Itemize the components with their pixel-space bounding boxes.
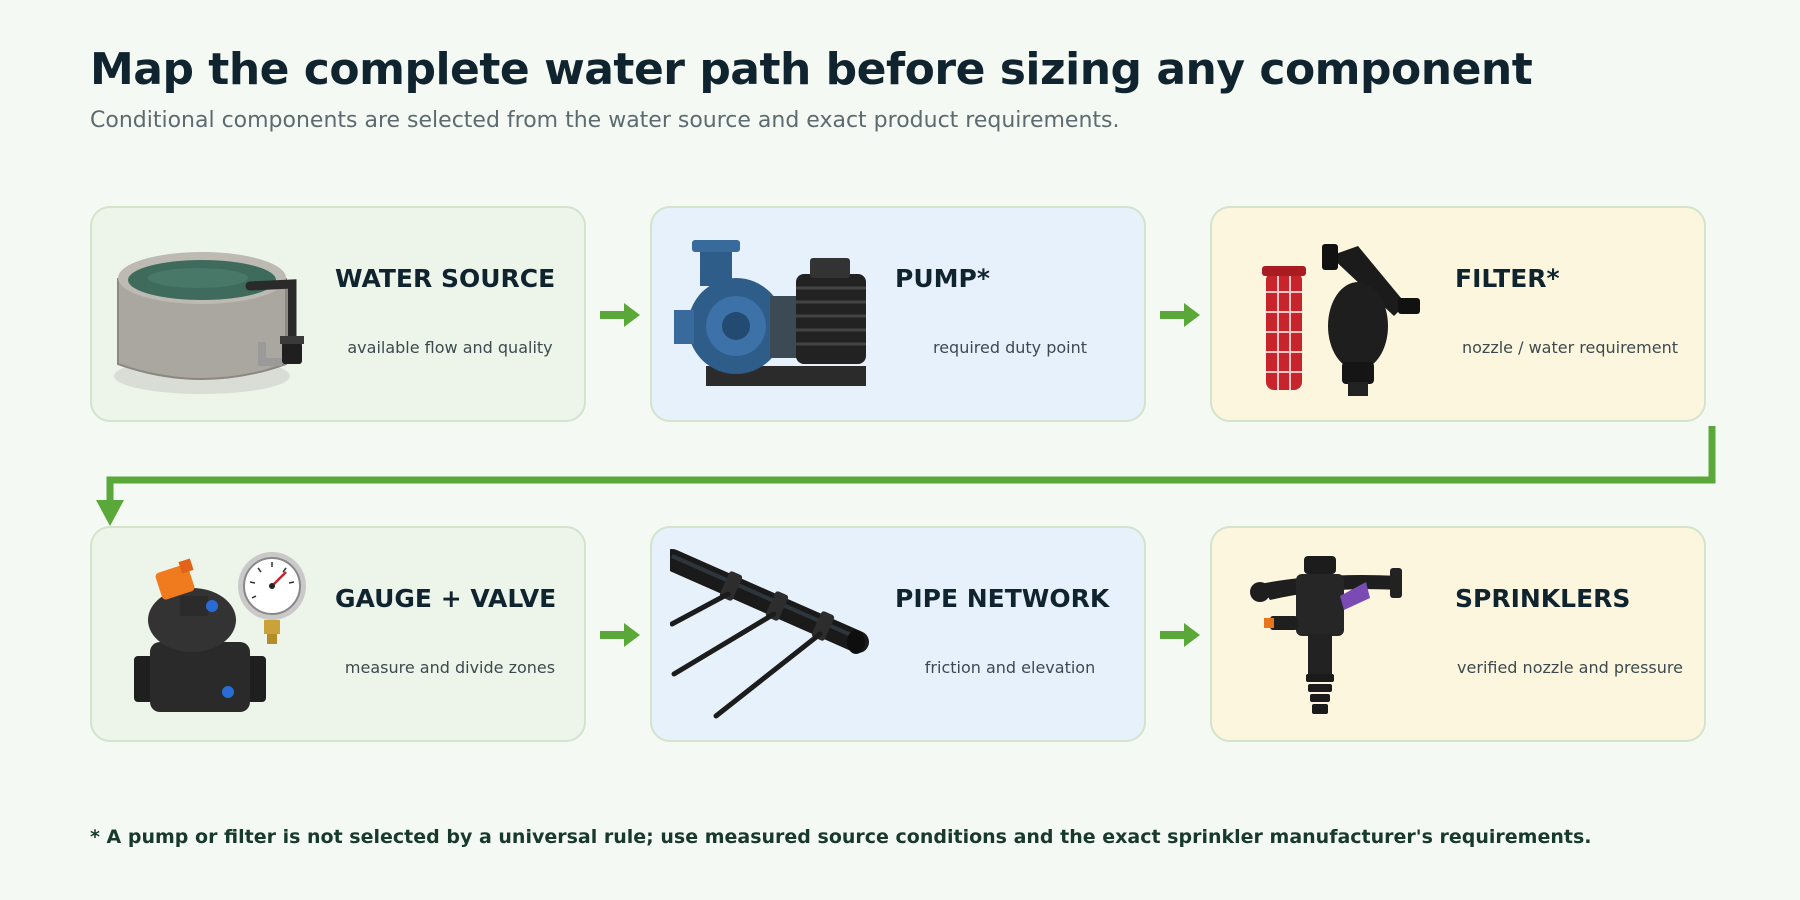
water-tank-icon: [114, 252, 304, 394]
impact-sprinkler-icon: [1250, 556, 1402, 714]
step-card-pump: PUMP* required duty point: [650, 206, 1146, 422]
flow-arrow-icon: [1160, 303, 1200, 327]
page-title: Map the complete water path before sizin…: [90, 44, 1533, 95]
step-card-pipe-network: PIPE NETWORK friction and elevation: [650, 526, 1146, 742]
step-card-water-source: WATER SOURCE available flow and quality: [90, 206, 586, 422]
step-description: required duty point: [932, 338, 1088, 357]
step-title: PUMP*: [895, 264, 990, 293]
step-title: WATER SOURCE: [335, 264, 556, 293]
screen-filter-icon: [1262, 244, 1420, 396]
flow-arrow-icon: [1160, 623, 1200, 647]
step-description: measure and divide zones: [344, 658, 556, 677]
step-description: verified nozzle and pressure: [1457, 658, 1683, 677]
page-subtitle: Conditional components are selected from…: [90, 108, 1120, 133]
step-card-sprinklers: SPRINKLERS verified nozzle and pressure: [1210, 526, 1706, 742]
centrifugal-pump-icon: [674, 240, 866, 386]
step-card-filter: FILTER* nozzle / water requirement: [1210, 206, 1706, 422]
pipe-network-icon: [670, 549, 869, 719]
flow-arrow-icon: [600, 623, 640, 647]
pressure-gauge-valve-icon: [134, 552, 306, 712]
step-description: nozzle / water requirement: [1462, 338, 1678, 357]
step-title: PIPE NETWORK: [895, 584, 1110, 613]
step-title: GAUGE + VALVE: [335, 584, 557, 613]
step-description: available flow and quality: [347, 338, 553, 357]
footnote: * A pump or filter is not selected by a …: [90, 826, 1592, 848]
flow-arrow-icon: [600, 303, 640, 327]
step-title: SPRINKLERS: [1455, 584, 1631, 613]
step-title: FILTER*: [1455, 264, 1560, 293]
step-card-gauge-valve: GAUGE + VALVE measure and divide zones: [90, 526, 586, 742]
step-description: friction and elevation: [924, 658, 1096, 677]
